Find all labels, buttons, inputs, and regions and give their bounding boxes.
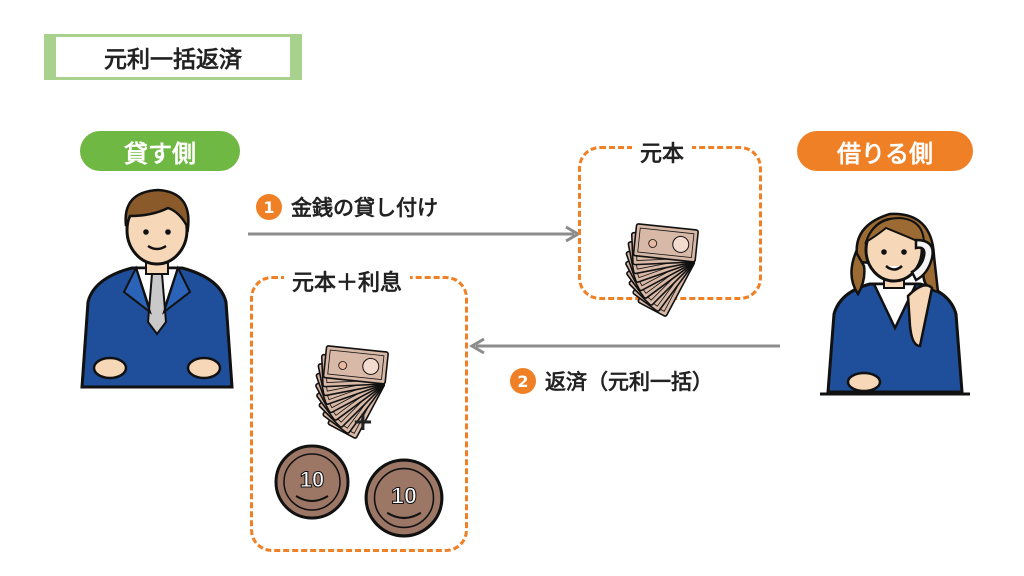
step-number-1: 1 <box>256 194 282 220</box>
page-title-text: 元利一括返済 <box>104 47 242 73</box>
repayment-label: 元本＋利息 <box>284 265 411 297</box>
step-label-loan: 金銭の貸し付け <box>291 196 438 220</box>
coin-value: 10 <box>300 467 324 492</box>
step-number-2: 2 <box>510 368 536 394</box>
plus-sign: + <box>352 407 374 437</box>
coin-icon: 10 <box>364 458 444 538</box>
lender-label: 貸す側 <box>80 131 240 171</box>
step-repayment: 2 返済（元利一括） <box>510 366 713 396</box>
banknote-fan-icon <box>315 345 389 439</box>
step-label-repayment: 返済（元利一括） <box>545 370 713 394</box>
arrow-left-icon <box>469 337 780 355</box>
step-loan: 1 金銭の貸し付け <box>256 192 438 222</box>
borrower-label: 借りる側 <box>797 131 973 171</box>
coin-icon: 10 <box>274 444 350 520</box>
coin-value: 10 <box>391 482 417 508</box>
businessman-icon <box>80 188 234 389</box>
woman-phone-icon <box>820 212 970 396</box>
principal-label: 元本 <box>632 136 693 168</box>
banknote-fan-icon <box>625 223 699 317</box>
page-title: 元利一括返済 <box>44 34 302 80</box>
arrow-right-icon <box>248 225 581 243</box>
